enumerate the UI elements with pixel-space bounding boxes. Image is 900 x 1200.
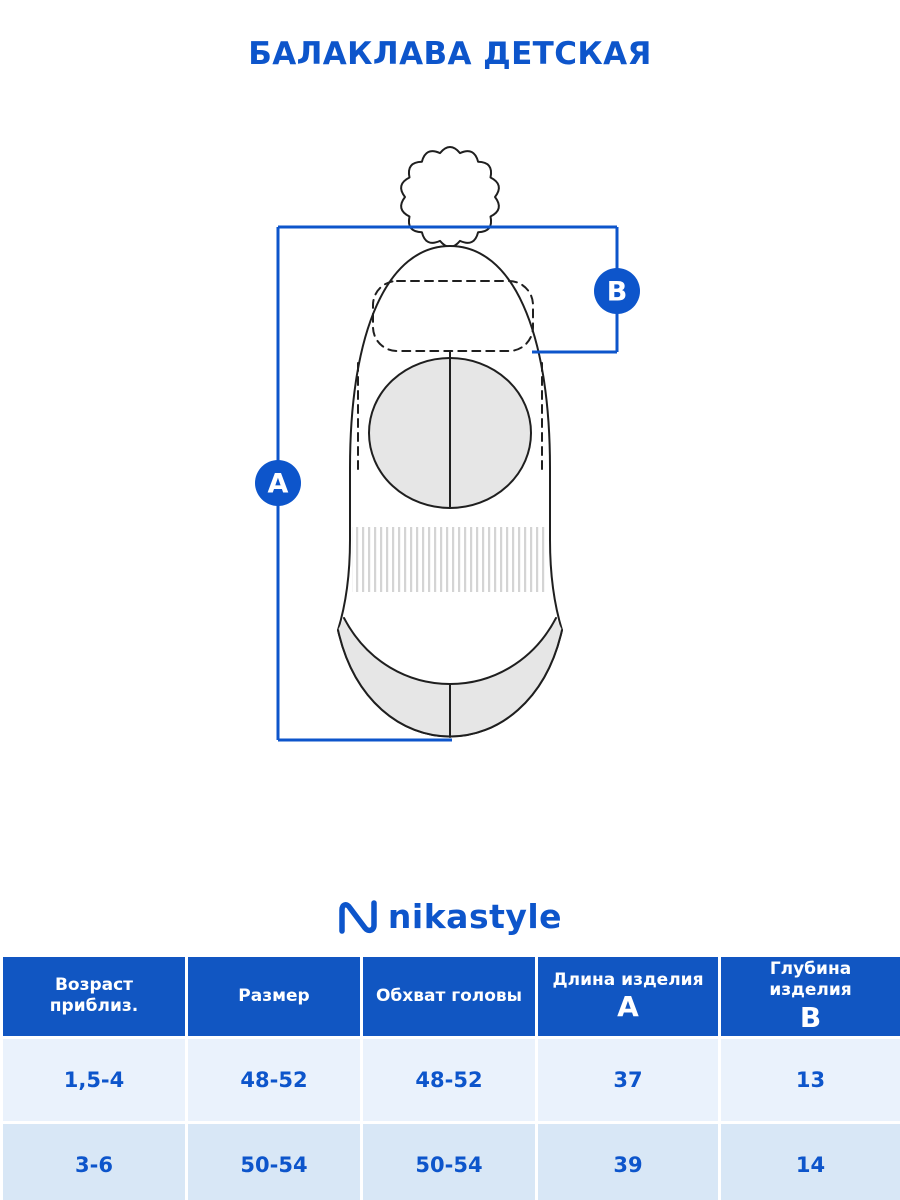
dimension-a-label: A [268,469,289,500]
brand-logo-icon [339,899,377,934]
cell-head-circumference: 48-52 [360,1035,538,1124]
brand-name: nikastyle [387,897,563,936]
dimension-a-badge [255,460,301,506]
cell-depth-b: 14 [718,1120,900,1200]
cell-size: 48-52 [185,1035,363,1124]
dimension-lines: A B [255,225,640,742]
dimension-b-label: B [607,277,628,308]
cell-length-a: 37 [535,1035,721,1124]
pompom [400,146,500,248]
balaclava-drawing [337,146,563,738]
header-age-title: Возраст [54,975,134,996]
cell-age: 1,5-4 [0,1035,188,1124]
header-head-circumference: Обхват головы [360,954,538,1039]
header-size: Размер [185,954,363,1039]
rib-band [352,527,548,592]
cell-depth-b: 13 [718,1035,900,1124]
collar-shade [338,618,562,737]
dimension-b-badge [594,268,640,314]
header-depth-title: Глубина изделия [769,959,852,1001]
page-title: БАЛАКЛАВА ДЕТСКАЯ [248,36,652,72]
table-row: 1,5-4 48-52 48-52 37 13 [0,1035,900,1124]
table-row: 3-6 50-54 50-54 39 14 [0,1120,900,1200]
brand-logo: nikastyle [0,897,900,936]
header-length-letter: A [617,989,639,1023]
balaclava-diagram: A B [255,146,640,742]
header-size-title: Размер [238,985,310,1006]
header-age-subtitle: приблиз. [49,996,139,1017]
header-depth-letter: B [799,1000,822,1034]
header-length-title: Длина изделия [552,969,704,990]
cell-length-a: 39 [535,1120,721,1200]
cell-size: 50-54 [185,1120,363,1200]
header-head-title: Обхват головы [375,985,523,1006]
cell-age: 3-6 [0,1120,188,1200]
cell-head-circumference: 50-54 [360,1120,538,1200]
forehead-panel [372,280,534,352]
